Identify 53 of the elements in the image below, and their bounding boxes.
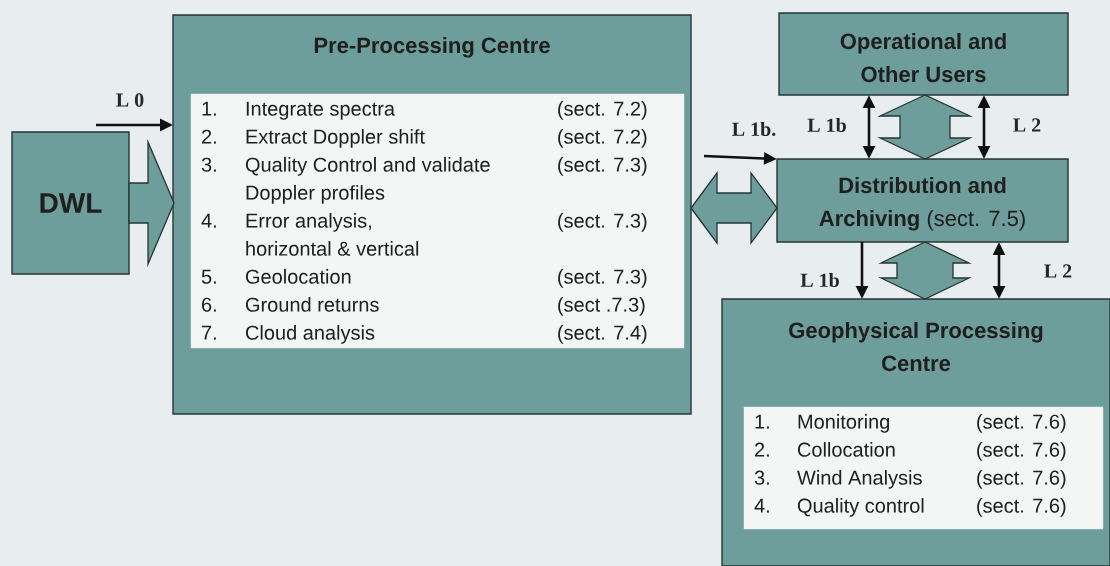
item-number: 2.: [202, 129, 216, 144]
process-box: [776, 158, 1069, 243]
item-number: 7.: [202, 325, 216, 340]
list-item: Monitoring: [798, 414, 890, 433]
edge-label: L 1b.: [732, 121, 776, 137]
edge-label: L 1b: [800, 272, 839, 288]
item-number: 5.: [201, 269, 216, 284]
item-number: 3.: [754, 470, 769, 485]
edge-label: L 1b: [807, 117, 846, 133]
edge-label: L 0: [116, 93, 144, 107]
list-item: Quality Control and validate Doppler profiles: [245, 157, 490, 204]
list-item: Error analysis, horizontal & vertical: [246, 213, 419, 256]
item-number: 1.: [202, 101, 216, 116]
box-heading: DWL: [40, 193, 102, 213]
section-reference: (sect .7.3): [558, 297, 645, 316]
item-number: 4.: [754, 498, 769, 513]
list-item: Geolocation: [245, 269, 351, 284]
item-number: 6.: [202, 297, 216, 312]
list-item: Ground returns: [245, 297, 379, 312]
item-number: 1.: [755, 414, 769, 429]
box-heading: Operational and Other Users: [840, 33, 1006, 83]
block-arrow: [877, 94, 973, 160]
list-item: Collocation: [797, 442, 895, 457]
edge-label: L 2: [1044, 264, 1072, 278]
section-reference: (sect. 7.6): [977, 498, 1066, 517]
block-arrow: [690, 171, 778, 245]
section-reference: (sect. 7.6): [977, 470, 1066, 489]
section-reference: (sect. 7.2): [558, 101, 647, 120]
list-panel: [743, 406, 1104, 530]
item-number: 2.: [755, 442, 769, 457]
box-heading: Geophysical Processing Centre: [789, 322, 1043, 372]
list-item: Extract Doppler shift: [246, 129, 425, 148]
section-reference: (sect. 7.3): [558, 269, 647, 288]
item-number: 3.: [201, 157, 216, 172]
list-item: Integrate spectra: [246, 101, 396, 120]
section-reference: (sect. 7.6): [977, 414, 1066, 433]
section-reference: (sect. 7.4): [558, 325, 647, 344]
list-item: Cloud analysis: [246, 325, 375, 344]
edge-label: L 2: [1013, 118, 1041, 132]
item-number: 4.: [201, 213, 216, 228]
section-reference: (sect. 7.2): [558, 129, 647, 148]
list-item: Quality control: [797, 498, 924, 517]
box-heading: Pre-Processing Centre: [314, 37, 550, 58]
section-reference: (sect. 7.3): [558, 213, 647, 232]
section-reference: (sect. 7.6): [977, 442, 1066, 461]
instrument-box: [11, 131, 130, 275]
process-box: [778, 12, 1069, 96]
block-arrow: [128, 138, 175, 268]
block-arrow: [878, 241, 972, 300]
box-heading: Distribution and Archiving (sect. 7.5): [819, 177, 1025, 231]
list-panel: [190, 93, 685, 349]
section-reference: (sect. 7.3): [558, 157, 647, 176]
list-item: Wind Analysis: [797, 470, 922, 489]
